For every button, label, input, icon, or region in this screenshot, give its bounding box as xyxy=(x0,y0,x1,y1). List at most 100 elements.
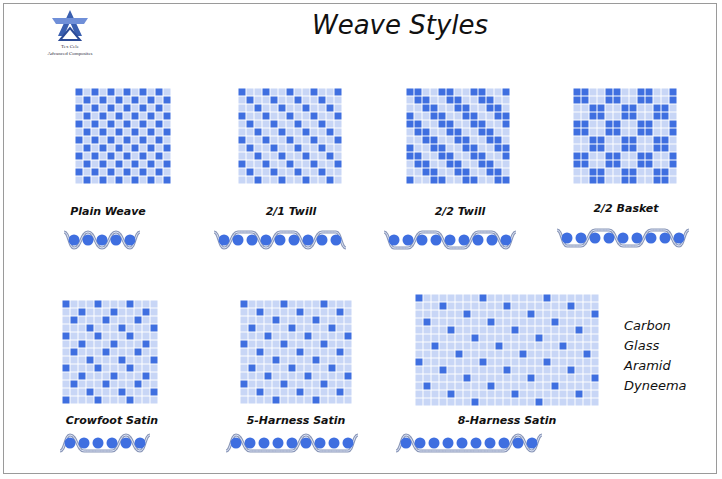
weave-cell xyxy=(503,137,510,144)
weave-cell xyxy=(592,327,599,334)
weave-cell xyxy=(127,309,134,316)
weave-cell xyxy=(544,335,551,342)
weave-cell xyxy=(305,365,312,372)
weave-cell xyxy=(598,105,605,112)
fill-yarn xyxy=(233,235,244,246)
weave-cell xyxy=(582,169,589,176)
weave-cell xyxy=(662,113,669,120)
weave-cell xyxy=(287,113,294,120)
material-name: Carbon xyxy=(624,318,671,333)
weave-cell xyxy=(416,327,423,334)
weave-cell xyxy=(670,161,677,168)
weave-cell xyxy=(598,137,605,144)
weave-cell xyxy=(520,351,527,358)
weave-cell xyxy=(472,351,479,358)
weave-cell xyxy=(416,367,423,374)
weave-cell xyxy=(432,367,439,374)
weave-cell xyxy=(662,153,669,160)
weave-cell xyxy=(455,177,462,184)
warp-yarn-highlight xyxy=(64,232,140,248)
weave-cell xyxy=(536,359,543,366)
weave-cell xyxy=(111,373,118,380)
weave-cell xyxy=(576,335,583,342)
weave-cell xyxy=(432,351,439,358)
weave-cell xyxy=(606,137,613,144)
cross-section xyxy=(226,435,358,451)
weave-cell xyxy=(327,121,334,128)
weave-cell xyxy=(273,357,280,364)
weave-cell xyxy=(584,375,591,382)
weave-cell xyxy=(124,153,131,160)
weave-cell xyxy=(103,301,110,308)
weave-cell xyxy=(249,309,256,316)
weave-cell xyxy=(103,397,110,404)
weave-cell xyxy=(303,97,310,104)
weave-cell xyxy=(108,137,115,144)
weave-cell xyxy=(327,177,334,184)
fill-yarn xyxy=(646,233,657,244)
weave-cell xyxy=(63,373,70,380)
weave-cell xyxy=(606,177,613,184)
weave-cell xyxy=(321,301,328,308)
weave-cell xyxy=(249,389,256,396)
weave-cell xyxy=(127,341,134,348)
weave-cell xyxy=(528,383,535,390)
weave-cell xyxy=(156,129,163,136)
weave-cell xyxy=(255,105,262,112)
weave-cell xyxy=(281,301,288,308)
weave-name: 8-Harness Satin xyxy=(458,414,557,427)
fill-yarn xyxy=(261,235,272,246)
weave-cell xyxy=(71,381,78,388)
weave-cell xyxy=(319,169,326,176)
weave-cell xyxy=(335,97,342,104)
weave-cell xyxy=(263,113,270,120)
weave-cell xyxy=(119,357,126,364)
weave-cell xyxy=(424,335,431,342)
weave-cell xyxy=(528,391,535,398)
weave-cell xyxy=(271,137,278,144)
weave-cell xyxy=(289,365,296,372)
warp-yarn-highlight xyxy=(396,435,542,451)
weave-cell xyxy=(512,359,519,366)
weave-cell xyxy=(463,137,470,144)
weave-cell xyxy=(151,341,158,348)
weave-pattern xyxy=(416,295,599,406)
weave-cell xyxy=(495,105,502,112)
weave-cell xyxy=(143,333,150,340)
weave-cell xyxy=(345,397,352,404)
weave-cell xyxy=(329,333,336,340)
weave-cell xyxy=(289,309,296,316)
weave-cell xyxy=(544,375,551,382)
weave-cell xyxy=(630,137,637,144)
weave-cell xyxy=(281,373,288,380)
weave-cell xyxy=(495,129,502,136)
weave-cell xyxy=(440,367,447,374)
weave-cell xyxy=(456,351,463,358)
weave-cell xyxy=(584,351,591,358)
weave-cell xyxy=(249,365,256,372)
weave-cell xyxy=(239,137,246,144)
weave-cell xyxy=(100,169,107,176)
weave-cell xyxy=(472,295,479,302)
weave-cell xyxy=(440,351,447,358)
weave-cell xyxy=(630,113,637,120)
weave-cell xyxy=(319,145,326,152)
weave-cell xyxy=(143,309,150,316)
weave-cell xyxy=(606,113,613,120)
weave-cell xyxy=(265,349,272,356)
weave-cell xyxy=(108,129,115,136)
weave-cell xyxy=(415,89,422,96)
weave-cell xyxy=(582,153,589,160)
weave-cell xyxy=(448,383,455,390)
weave-cell xyxy=(471,121,478,128)
weave-cell xyxy=(87,333,94,340)
weave-cell xyxy=(432,375,439,382)
weave-cell xyxy=(140,137,147,144)
weave-cell xyxy=(423,89,430,96)
weave-cell xyxy=(536,367,543,374)
weave-cell xyxy=(249,397,256,404)
weave-cell xyxy=(124,137,131,144)
weave-cell xyxy=(305,341,312,348)
weave-cell xyxy=(287,145,294,152)
weave-cell xyxy=(63,341,70,348)
